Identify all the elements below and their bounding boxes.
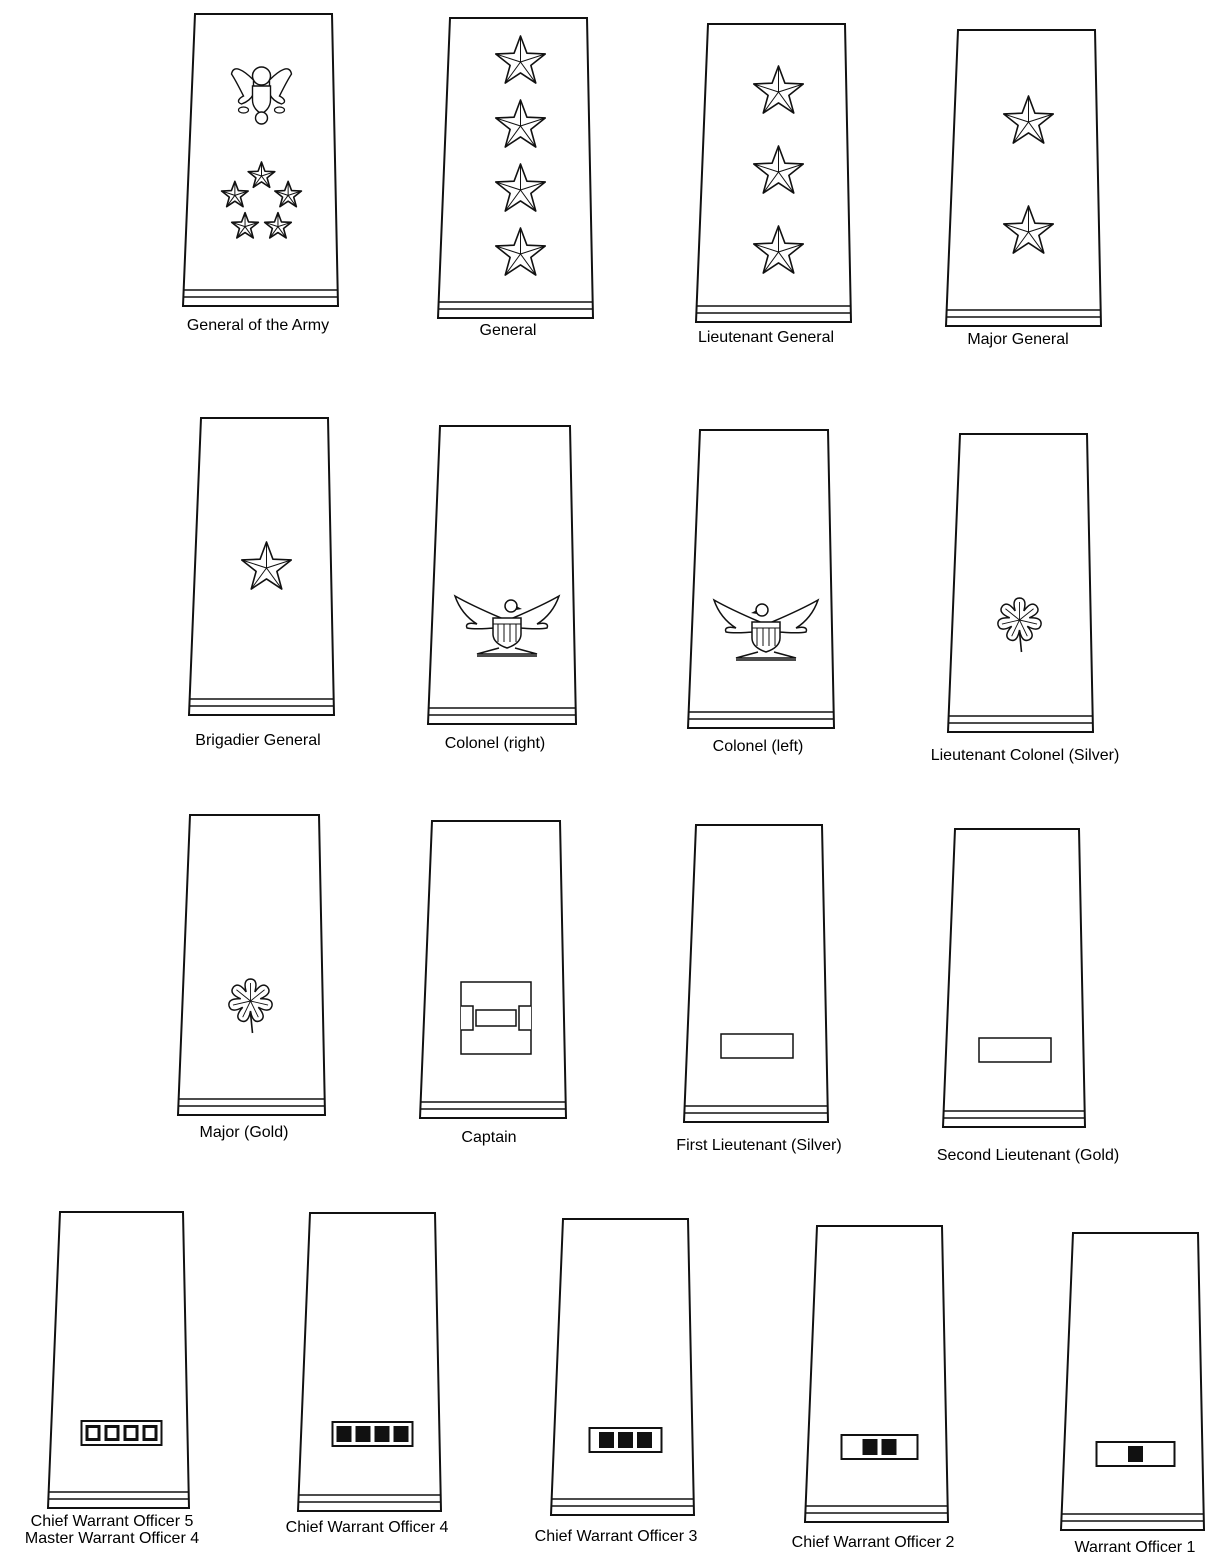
shoulder-board-brigadier-general bbox=[188, 418, 335, 715]
shoulder-board-colonel-left bbox=[687, 430, 835, 728]
shoulder-board-general bbox=[437, 18, 594, 318]
shoulder-board-second-lieutenant bbox=[942, 829, 1086, 1127]
caption-brigadier-general: Brigadier General bbox=[195, 732, 320, 750]
caption-cw5: Master Warrant Officer 4 bbox=[25, 1530, 199, 1548]
warrant-square bbox=[337, 1426, 352, 1442]
caption-lieutenant-general: Lieutenant General bbox=[698, 329, 834, 347]
warrant-bar-icon bbox=[842, 1435, 918, 1459]
board-outline bbox=[298, 1213, 441, 1511]
insignia-warrant-outline bbox=[82, 1421, 162, 1445]
shoulder-board-colonel-right bbox=[427, 426, 577, 724]
shoulder-board-cw2 bbox=[804, 1226, 949, 1522]
caption-major-general: Major General bbox=[967, 331, 1068, 349]
insignia-bar bbox=[721, 1034, 793, 1058]
caption-cw2: Chief Warrant Officer 2 bbox=[792, 1534, 955, 1552]
board-outline bbox=[805, 1226, 948, 1522]
caption-general-of-the-army: General of the Army bbox=[187, 317, 329, 335]
warrant-bar-icon bbox=[1097, 1442, 1175, 1466]
board-outline bbox=[684, 825, 828, 1122]
caption-cw3: Chief Warrant Officer 3 bbox=[535, 1528, 698, 1546]
shoulder-board-lieutenant-colonel bbox=[947, 434, 1094, 732]
shoulder-board-cw3 bbox=[550, 1219, 695, 1515]
caption-captain: Captain bbox=[461, 1129, 516, 1147]
board-outline bbox=[943, 829, 1085, 1127]
bar-icon bbox=[721, 1034, 793, 1058]
shoulder-board-general-of-the-army bbox=[182, 14, 339, 306]
warrant-square bbox=[356, 1426, 371, 1442]
insignia-warrant-filled bbox=[333, 1422, 413, 1446]
shoulder-board-cw4 bbox=[297, 1213, 442, 1511]
caption-cw4: Chief Warrant Officer 4 bbox=[286, 1519, 449, 1537]
insignia-warrant-filled bbox=[1097, 1442, 1175, 1466]
caption-cw5: Chief Warrant Officer 5 bbox=[31, 1513, 194, 1531]
board-outline bbox=[183, 14, 338, 306]
warrant-square bbox=[618, 1432, 633, 1448]
board-outline bbox=[178, 815, 325, 1115]
board-outline bbox=[420, 821, 566, 1118]
caption-first-lieutenant: First Lieutenant (Silver) bbox=[676, 1137, 841, 1155]
caption-lieutenant-colonel: Lieutenant Colonel (Silver) bbox=[931, 747, 1120, 765]
board-outline bbox=[688, 430, 834, 728]
shoulder-board-wo1 bbox=[1060, 1233, 1205, 1530]
captain-bars-icon bbox=[461, 982, 531, 1054]
insignia-warrant-filled bbox=[590, 1428, 662, 1452]
warrant-square bbox=[882, 1439, 897, 1455]
board-outline bbox=[551, 1219, 694, 1515]
warrant-bar-icon bbox=[590, 1428, 662, 1452]
board-outline bbox=[428, 426, 576, 724]
insignia-bar bbox=[979, 1038, 1051, 1062]
bar-icon bbox=[979, 1038, 1051, 1062]
insignia-warrant-filled bbox=[842, 1435, 918, 1459]
caption-general: General bbox=[480, 322, 537, 340]
caption-second-lieutenant: Second Lieutenant (Gold) bbox=[937, 1147, 1119, 1165]
caption-wo1: Warrant Officer 1 bbox=[1075, 1539, 1196, 1557]
shoulder-board-major bbox=[177, 815, 326, 1115]
insignia-two-bars bbox=[461, 982, 531, 1054]
warrant-bar-icon bbox=[82, 1421, 162, 1445]
shoulder-board-captain bbox=[419, 821, 567, 1118]
warrant-square bbox=[599, 1432, 614, 1448]
board-outline bbox=[48, 1212, 189, 1508]
shoulder-board-major-general bbox=[945, 30, 1102, 326]
warrant-square bbox=[863, 1439, 878, 1455]
board-outline bbox=[948, 434, 1093, 732]
warrant-bar-icon bbox=[333, 1422, 413, 1446]
caption-major: Major (Gold) bbox=[200, 1124, 289, 1142]
caption-colonel-right: Colonel (right) bbox=[445, 735, 545, 753]
shoulder-board-first-lieutenant bbox=[683, 825, 829, 1122]
warrant-square bbox=[1128, 1446, 1143, 1462]
shoulder-board-lieutenant-general bbox=[695, 24, 852, 322]
board-outline bbox=[946, 30, 1101, 326]
warrant-square bbox=[375, 1426, 390, 1442]
caption-colonel-left: Colonel (left) bbox=[713, 738, 804, 756]
board-outline bbox=[1061, 1233, 1204, 1530]
shoulder-board-cw5 bbox=[47, 1212, 190, 1508]
warrant-square bbox=[637, 1432, 652, 1448]
warrant-square bbox=[394, 1426, 409, 1442]
